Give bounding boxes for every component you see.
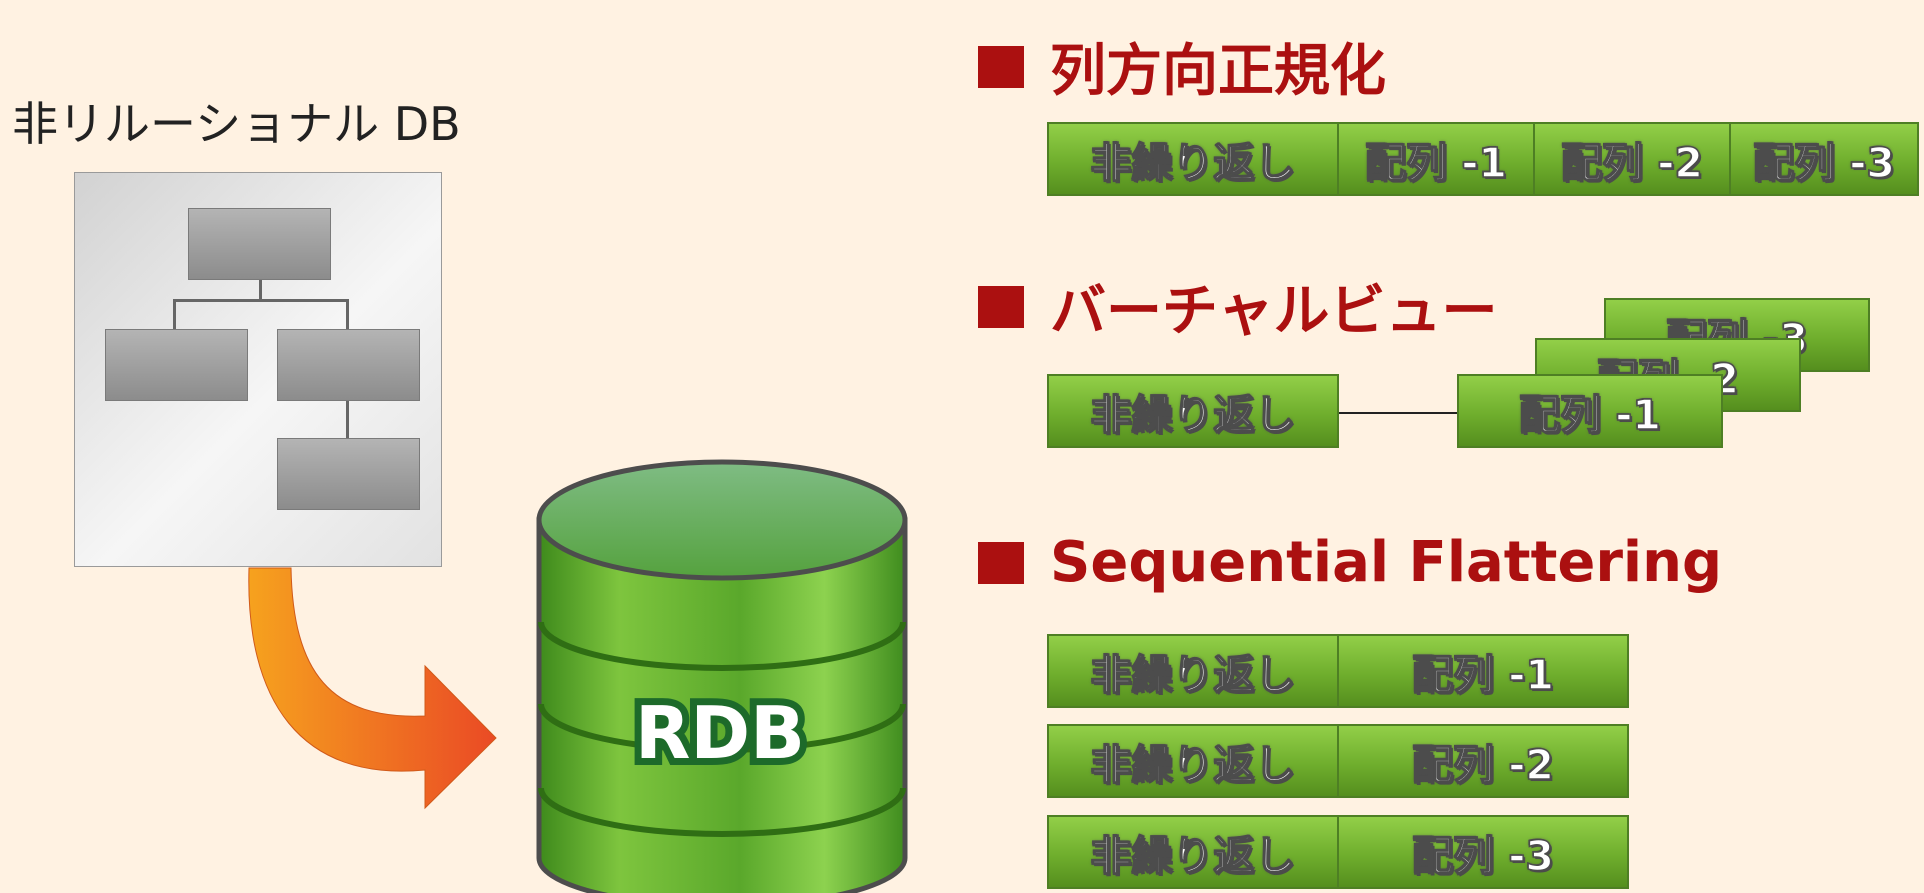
cell-non-repeating: 非繰り返し [1047,724,1339,798]
hierarchy-leaf-node [277,438,420,510]
hierarchy-connector [346,401,349,438]
rdb-label: RDB [635,691,805,775]
square-bullet-icon [978,45,1024,88]
hierarchy-child-node [105,329,248,401]
cell-non-repeating: 非繰り返し [1047,122,1339,196]
hierarchy-connector [173,299,348,302]
cell-array: 配列 -1 [1337,634,1629,708]
cell-array: 配列 -3 [1337,815,1629,889]
transform-arrow-icon [248,567,497,810]
hierarchy-connector [173,299,176,329]
hierarchy-diagram [74,172,442,567]
rdb-cylinder-icon [536,459,908,893]
cell-array: 配列 -2 [1337,724,1629,798]
section-virtual-view-heading: バーチャルビュー [978,266,1497,347]
cell-array: 配列 -3 [1729,122,1919,196]
view-connector-line [1337,412,1459,414]
section-title: 列方向正規化 [1050,39,1386,104]
section-column-normalization-heading: 列方向正規化 [978,26,1386,107]
hierarchy-child-node [277,329,420,401]
non-relational-db-title: 非リルーショナル DB [12,97,461,151]
square-bullet-icon [978,285,1024,328]
hierarchy-connector [259,280,262,301]
cell-non-repeating: 非繰り返し [1047,634,1339,708]
hierarchy-root-node [188,208,331,280]
square-bullet-icon [978,541,1024,584]
cell-array: 配列 -1 [1337,122,1535,196]
cell-non-repeating: 非繰り返し [1047,374,1339,448]
section-sequential-flattering-heading: Sequential Flattering [978,530,1722,595]
section-title: バーチャルビュー [1050,279,1498,344]
section-title: Sequential Flattering [1050,530,1723,595]
cell-array-stacked: 配列 -1 [1457,374,1723,448]
cell-array: 配列 -2 [1533,122,1731,196]
cell-non-repeating: 非繰り返し [1047,815,1339,889]
hierarchy-connector [346,299,349,329]
diagram-graphics: RDB [248,459,908,893]
